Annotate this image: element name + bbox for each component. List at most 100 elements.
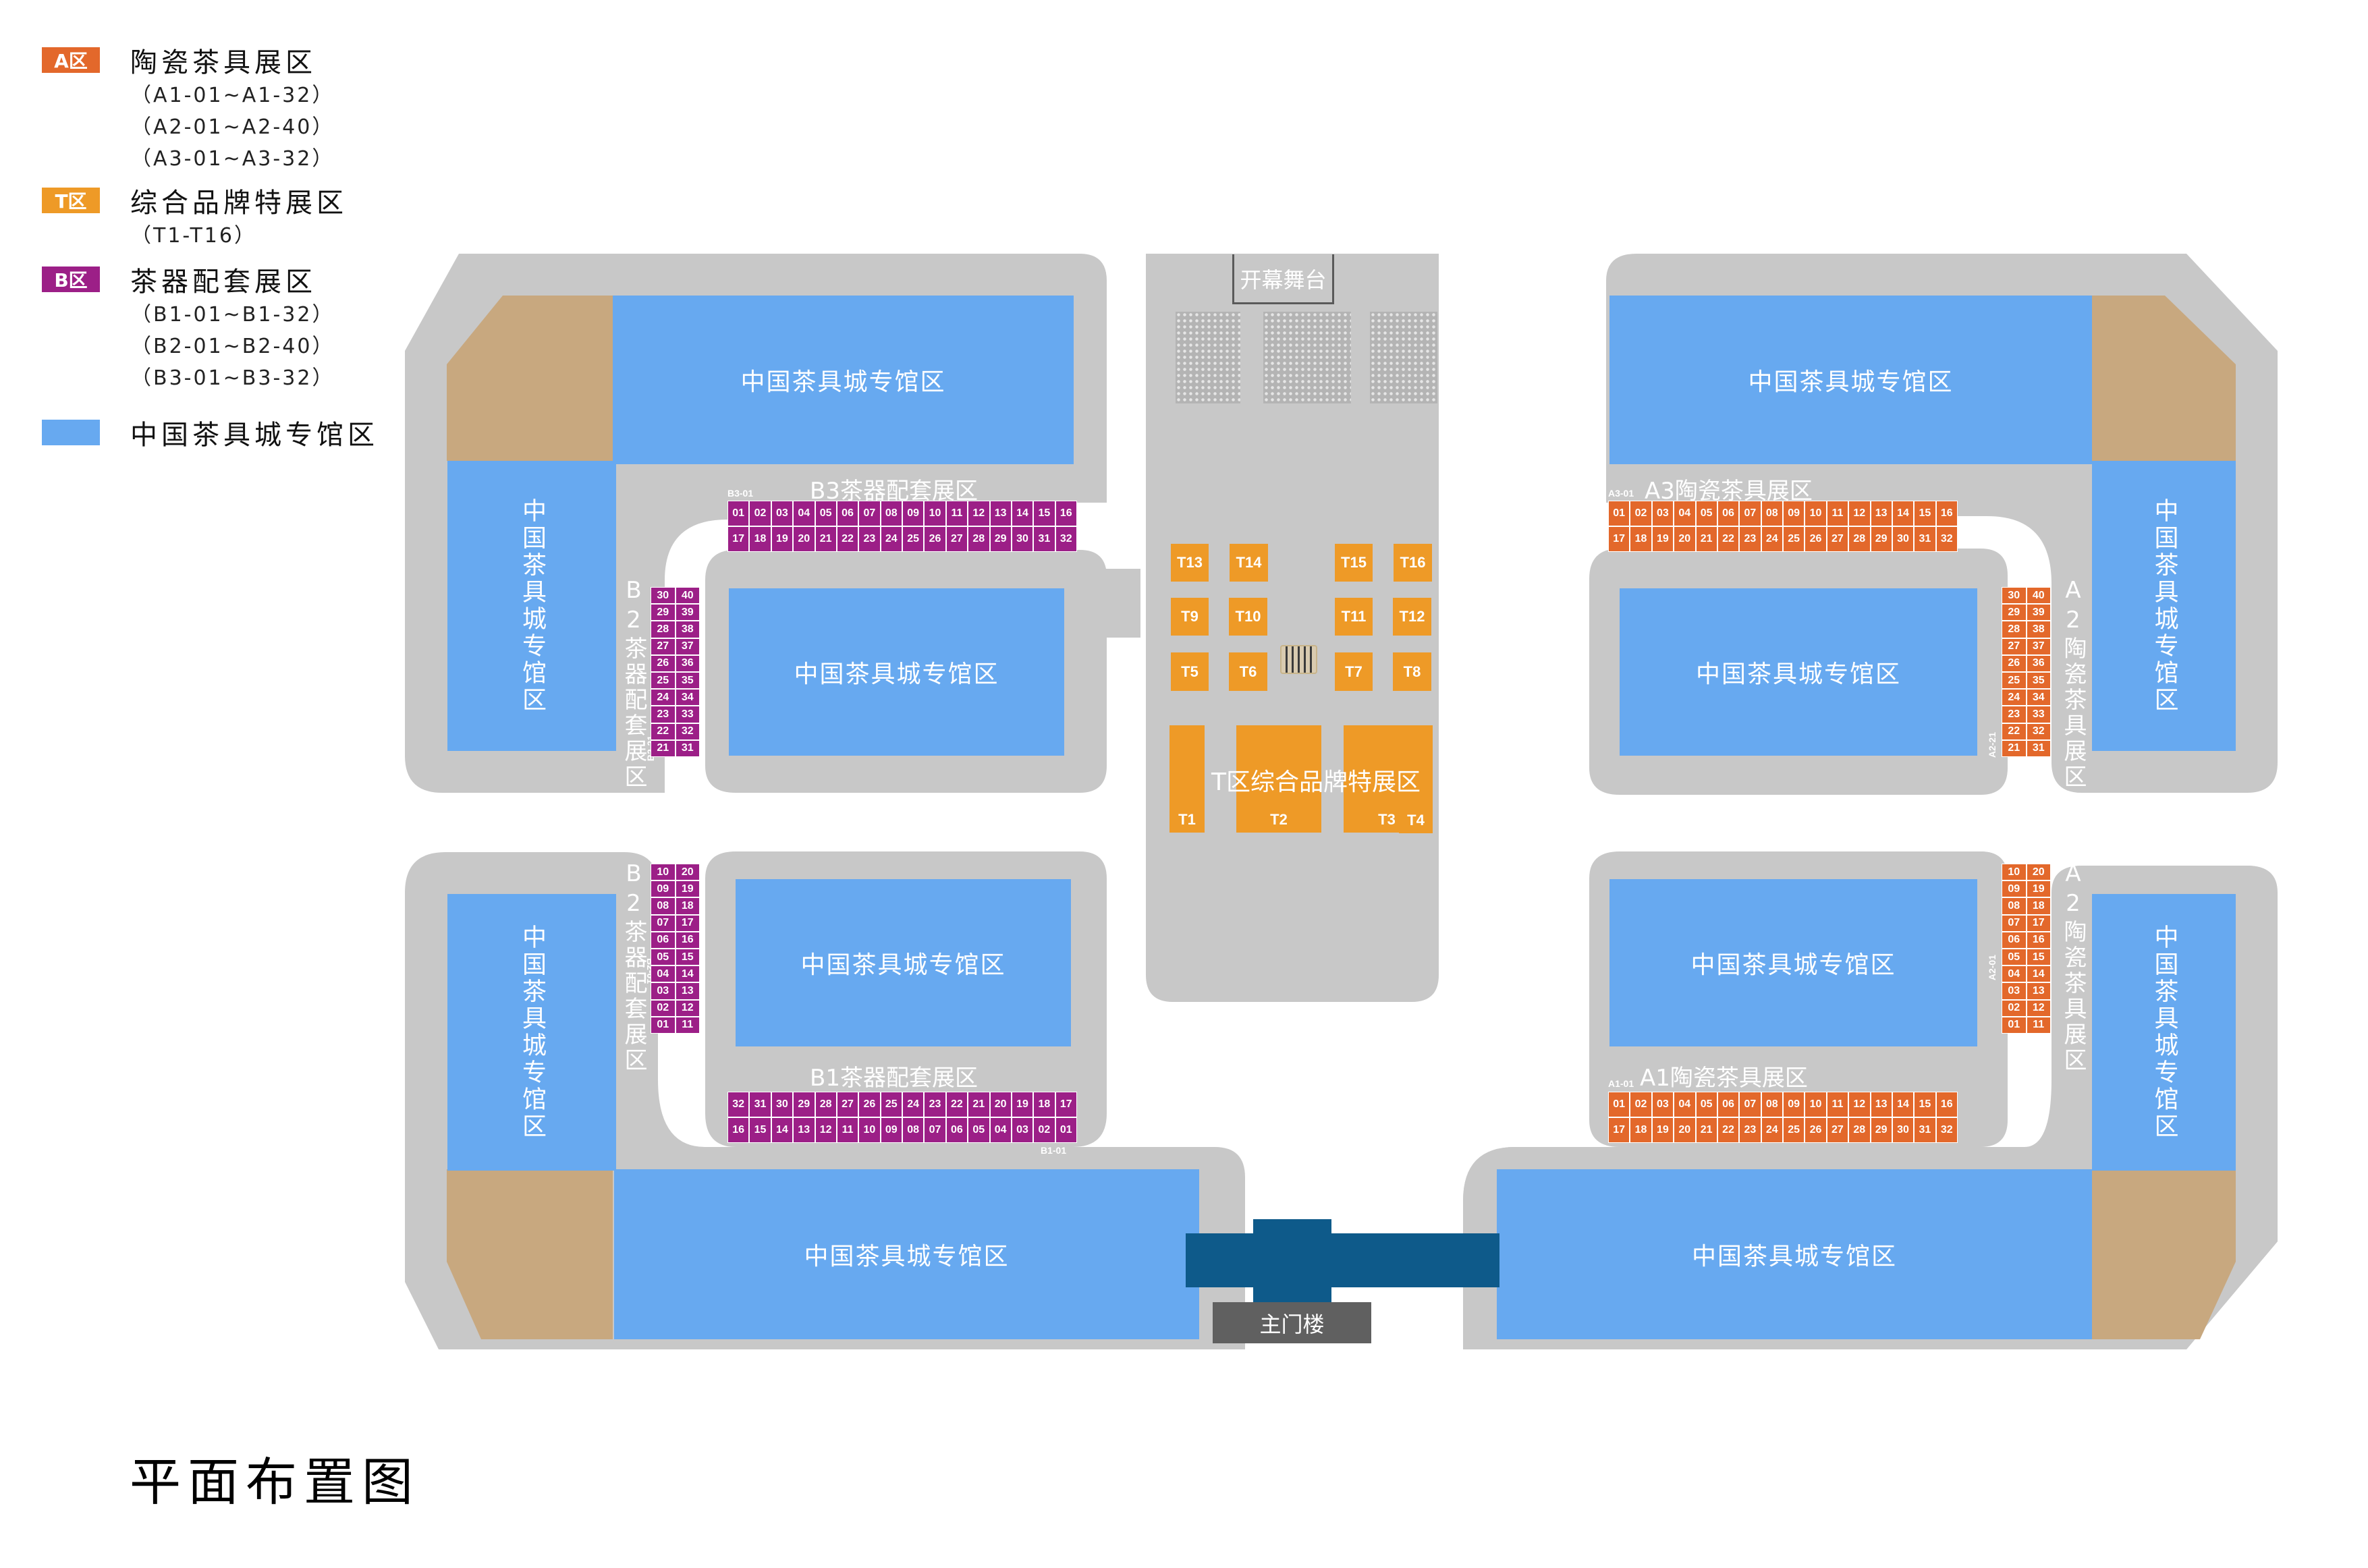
booth-a3-13[interactable]: 13 <box>1871 501 1892 526</box>
booth-b1-14[interactable]: 14 <box>771 1118 793 1142</box>
booth-b2-upper-33[interactable]: 33 <box>676 706 699 723</box>
booth-a2-upper-32[interactable]: 32 <box>2027 723 2050 739</box>
booth-b3-31[interactable]: 31 <box>1034 527 1055 551</box>
booth-a2-lower-05[interactable]: 05 <box>2002 949 2026 965</box>
booth-a1-01[interactable]: 01 <box>1609 1092 1630 1117</box>
booth-b2-upper-36[interactable]: 36 <box>676 655 699 671</box>
booth-b3-16[interactable]: 16 <box>1055 501 1076 526</box>
booth-a2-upper-28[interactable]: 28 <box>2002 621 2026 638</box>
booth-b2-lower-20[interactable]: 20 <box>676 864 699 880</box>
booth-b2-lower-09[interactable]: 09 <box>651 881 675 897</box>
booth-a1-25[interactable]: 25 <box>1784 1118 1805 1142</box>
booth-b2-upper-37[interactable]: 37 <box>676 638 699 654</box>
booth-a1-08[interactable]: 08 <box>1761 1092 1782 1117</box>
booth-b3-22[interactable]: 22 <box>837 527 858 551</box>
booth-a2-upper-29[interactable]: 29 <box>2002 605 2026 621</box>
booth-a1-30[interactable]: 30 <box>1892 1118 1914 1142</box>
booth-a3-30[interactable]: 30 <box>1892 527 1914 551</box>
booth-a2-upper-21[interactable]: 21 <box>2002 740 2026 756</box>
t-booth-T6[interactable]: T6 <box>1229 652 1267 691</box>
booth-a1-26[interactable]: 26 <box>1805 1118 1826 1142</box>
booth-a1-20[interactable]: 20 <box>1674 1118 1695 1142</box>
booth-a3-21[interactable]: 21 <box>1696 527 1717 551</box>
booth-a1-13[interactable]: 13 <box>1871 1092 1892 1117</box>
booth-b3-01[interactable]: 01 <box>728 501 749 526</box>
booth-a3-15[interactable]: 15 <box>1915 501 1935 526</box>
booth-b1-03[interactable]: 03 <box>1012 1118 1033 1142</box>
booth-b1-20[interactable]: 20 <box>990 1092 1011 1117</box>
booth-b2-upper-28[interactable]: 28 <box>651 621 675 638</box>
booth-a3-04[interactable]: 04 <box>1674 501 1695 526</box>
booth-b1-02[interactable]: 02 <box>1034 1118 1055 1142</box>
booth-b2-lower-08[interactable]: 08 <box>651 898 675 914</box>
booth-a1-06[interactable]: 06 <box>1717 1092 1739 1117</box>
booth-b3-10[interactable]: 10 <box>925 501 945 526</box>
booth-b1-22[interactable]: 22 <box>946 1092 968 1117</box>
booth-b2-lower-10[interactable]: 10 <box>651 864 675 880</box>
booth-a1-04[interactable]: 04 <box>1674 1092 1695 1117</box>
booth-a3-02[interactable]: 02 <box>1630 501 1651 526</box>
booth-a3-32[interactable]: 32 <box>1936 527 1957 551</box>
booth-a1-10[interactable]: 10 <box>1805 1092 1826 1117</box>
booth-b2-lower-02[interactable]: 02 <box>651 1000 675 1016</box>
booth-a2-lower-06[interactable]: 06 <box>2002 932 2026 948</box>
booth-a1-05[interactable]: 05 <box>1696 1092 1717 1117</box>
booth-b3-07[interactable]: 07 <box>859 501 880 526</box>
booth-b2-lower-13[interactable]: 13 <box>676 983 699 999</box>
t-booth-T16[interactable]: T16 <box>1394 544 1432 582</box>
booth-b1-31[interactable]: 31 <box>750 1092 771 1117</box>
booth-b2-upper-30[interactable]: 30 <box>651 588 675 604</box>
booth-b2-lower-04[interactable]: 04 <box>651 966 675 982</box>
booth-a1-29[interactable]: 29 <box>1871 1118 1892 1142</box>
booth-a2-upper-33[interactable]: 33 <box>2027 706 2050 723</box>
booth-a3-28[interactable]: 28 <box>1849 527 1870 551</box>
booth-b2-lower-05[interactable]: 05 <box>651 949 675 965</box>
booth-a1-02[interactable]: 02 <box>1630 1092 1651 1117</box>
booth-a3-26[interactable]: 26 <box>1805 527 1826 551</box>
booth-b2-lower-19[interactable]: 19 <box>676 881 699 897</box>
booth-b1-24[interactable]: 24 <box>903 1092 924 1117</box>
booth-b3-05[interactable]: 05 <box>815 501 836 526</box>
booth-a2-lower-18[interactable]: 18 <box>2027 898 2050 914</box>
booth-a1-11[interactable]: 11 <box>1827 1092 1848 1117</box>
booth-b1-12[interactable]: 12 <box>815 1118 836 1142</box>
booth-b2-lower-01[interactable]: 01 <box>651 1017 675 1033</box>
booth-a2-upper-40[interactable]: 40 <box>2027 588 2050 604</box>
booth-b3-02[interactable]: 02 <box>750 501 771 526</box>
booth-a3-17[interactable]: 17 <box>1609 527 1630 551</box>
booth-b2-upper-26[interactable]: 26 <box>651 655 675 671</box>
booth-b1-25[interactable]: 25 <box>881 1092 902 1117</box>
booth-b3-20[interactable]: 20 <box>794 527 815 551</box>
booth-b2-upper-34[interactable]: 34 <box>676 690 699 706</box>
booth-a1-15[interactable]: 15 <box>1915 1092 1935 1117</box>
booth-a1-22[interactable]: 22 <box>1717 1118 1739 1142</box>
booth-b3-23[interactable]: 23 <box>859 527 880 551</box>
booth-a1-18[interactable]: 18 <box>1630 1118 1651 1142</box>
booth-b3-32[interactable]: 32 <box>1055 527 1076 551</box>
booth-b2-upper-24[interactable]: 24 <box>651 690 675 706</box>
booth-b1-08[interactable]: 08 <box>903 1118 924 1142</box>
booth-b1-10[interactable]: 10 <box>859 1118 880 1142</box>
booth-a2-lower-19[interactable]: 19 <box>2027 881 2050 897</box>
booth-b3-17[interactable]: 17 <box>728 527 749 551</box>
booth-b3-15[interactable]: 15 <box>1034 501 1055 526</box>
booth-b2-lower-14[interactable]: 14 <box>676 966 699 982</box>
booth-a2-lower-02[interactable]: 02 <box>2002 1000 2026 1016</box>
booth-a3-23[interactable]: 23 <box>1740 527 1761 551</box>
booth-a2-lower-10[interactable]: 10 <box>2002 864 2026 880</box>
booth-b1-18[interactable]: 18 <box>1034 1092 1055 1117</box>
booth-a3-31[interactable]: 31 <box>1915 527 1935 551</box>
booth-a1-12[interactable]: 12 <box>1849 1092 1870 1117</box>
booth-b1-09[interactable]: 09 <box>881 1118 902 1142</box>
booth-a2-upper-25[interactable]: 25 <box>2002 672 2026 689</box>
booth-b1-19[interactable]: 19 <box>1012 1092 1033 1117</box>
booth-a2-lower-03[interactable]: 03 <box>2002 983 2026 999</box>
booth-a2-lower-04[interactable]: 04 <box>2002 966 2026 982</box>
booth-b3-24[interactable]: 24 <box>881 527 902 551</box>
booth-b2-upper-35[interactable]: 35 <box>676 672 699 689</box>
booth-b1-05[interactable]: 05 <box>968 1118 989 1142</box>
booth-b3-11[interactable]: 11 <box>946 501 968 526</box>
booth-b1-17[interactable]: 17 <box>1055 1092 1076 1117</box>
booth-a3-22[interactable]: 22 <box>1717 527 1739 551</box>
t-booth-T13[interactable]: T13 <box>1171 544 1209 582</box>
